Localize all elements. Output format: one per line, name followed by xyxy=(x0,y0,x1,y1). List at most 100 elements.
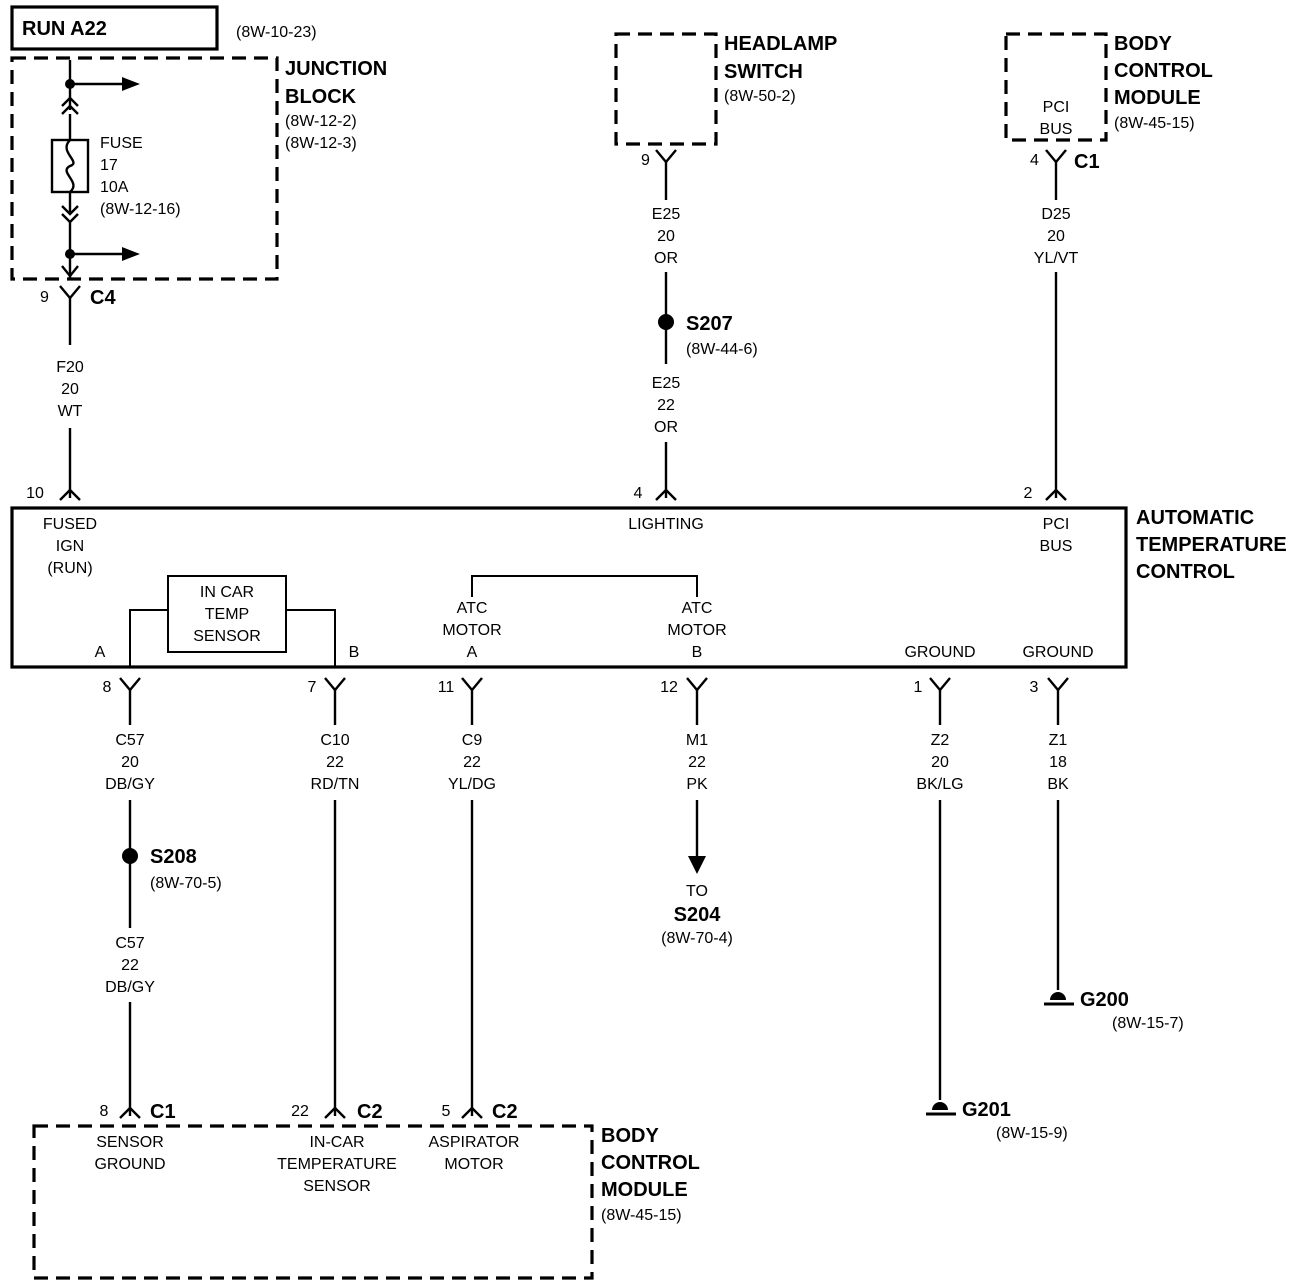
in-car-temp-sensor-box xyxy=(167,575,287,653)
bcm-bottom-title-1: BODY xyxy=(601,1125,659,1147)
wire-c9-gauge: 22 xyxy=(463,754,481,771)
fuse-label-1: FUSE xyxy=(100,135,143,152)
atc-ground-2: GROUND xyxy=(1022,644,1093,661)
atc-pin-11: 11 xyxy=(438,679,455,696)
wire-c9-color: YL/DG xyxy=(448,776,496,793)
bcm-bottom-conn-c2-a: C2 xyxy=(357,1101,383,1123)
atc-title-2: TEMPERATURE xyxy=(1136,534,1287,556)
wire-c57-upper-gauge: 20 xyxy=(121,754,139,771)
bcm-top-bus: BUS xyxy=(1040,121,1073,138)
wire-f20-color: WT xyxy=(58,403,83,420)
atc-fused-1: FUSED xyxy=(43,516,97,533)
fuse-label-3: 10A xyxy=(100,179,129,196)
wire-c10-color: RD/TN xyxy=(311,776,360,793)
wire-c10-circuit: C10 xyxy=(320,732,349,749)
ground-g201-symbol xyxy=(932,1102,948,1110)
atc-ground-1: GROUND xyxy=(904,644,975,661)
bcm-in-car-3: SENSOR xyxy=(303,1178,371,1195)
wire-c9-circuit: C9 xyxy=(462,732,483,749)
bcm-top-ref: (8W-45-15) xyxy=(1114,115,1195,132)
bcm-bottom-ref: (8W-45-15) xyxy=(601,1207,682,1224)
junction-block-outline xyxy=(10,56,279,281)
splice-s207-dot xyxy=(658,314,674,330)
wire-z1-color: BK xyxy=(1047,776,1069,793)
bcm-top-pin-connector xyxy=(1045,149,1067,164)
atc-motor-a-label-3: A xyxy=(467,644,478,661)
wire-c57-upper-circuit: C57 xyxy=(115,732,144,749)
bcm-top-title-3: MODULE xyxy=(1114,87,1201,109)
ground-g201-ref: (8W-15-9) xyxy=(996,1125,1068,1142)
wire-d25-gauge: 20 xyxy=(1047,228,1065,245)
atc-pin-10-connector xyxy=(59,488,81,501)
sensor-pin-a: A xyxy=(95,644,106,661)
junction-block-ref-2: (8W-12-3) xyxy=(285,135,357,152)
atc-pin-3: 3 xyxy=(1030,679,1039,696)
atc-pin-8: 8 xyxy=(103,679,112,696)
atc-pin-4: 4 xyxy=(634,485,643,502)
ground-g200-symbol xyxy=(1050,992,1066,1000)
bcm-bottom-pin-connectors xyxy=(119,1106,483,1119)
junction-pin-9: 9 xyxy=(40,289,49,306)
wire-d25-color: YL/VT xyxy=(1034,250,1079,267)
wire-z1-circuit: Z1 xyxy=(1049,732,1068,749)
atc-title-3: CONTROL xyxy=(1136,561,1235,583)
splice-s207-ref: (8W-44-6) xyxy=(686,341,758,358)
atc-pin-2-connector xyxy=(1045,488,1067,501)
sensor-pin-b: B xyxy=(349,644,360,661)
ground-g200-name: G200 xyxy=(1080,989,1129,1011)
wire-e25-lower-circuit: E25 xyxy=(652,375,681,392)
bcm-top-conn-c1: C1 xyxy=(1074,151,1100,173)
fuse-label-4: (8W-12-16) xyxy=(100,201,181,218)
junction-block-ref-1: (8W-12-2) xyxy=(285,113,357,130)
atc-motor-a-label-1: ATC xyxy=(457,600,488,617)
run-label-box xyxy=(10,5,219,51)
bcm-bottom-pin-8: 8 xyxy=(100,1103,109,1120)
atc-pin-4-connector xyxy=(655,488,677,501)
bcm-bottom-outline xyxy=(32,1124,594,1280)
headlamp-switch-pin-9: 9 xyxy=(641,152,650,169)
bcm-top-title-2: CONTROL xyxy=(1114,60,1213,82)
splice-s208-dot xyxy=(122,848,138,864)
wire-d25-circuit: D25 xyxy=(1041,206,1070,223)
sensor-label-3: SENSOR xyxy=(193,628,261,645)
atc-fused-3: (RUN) xyxy=(47,560,92,577)
run-ref: (8W-10-23) xyxy=(236,24,317,41)
ground-g201-name: G201 xyxy=(962,1099,1011,1121)
atc-pin-12: 12 xyxy=(660,679,678,696)
wire-c57-lower-circuit: C57 xyxy=(115,935,144,952)
atc-pin-10: 10 xyxy=(26,485,44,502)
atc-title-1: AUTOMATIC xyxy=(1136,507,1254,529)
splice-s204-to: TO xyxy=(686,883,708,900)
bcm-bottom-conn-c1: C1 xyxy=(150,1101,176,1123)
splice-s208-ref: (8W-70-5) xyxy=(150,875,222,892)
atc-pin-1: 1 xyxy=(914,679,923,696)
wire-e25-lower-color: OR xyxy=(654,419,678,436)
wire-f20-circuit: F20 xyxy=(56,359,84,376)
junction-block-internal-wiring xyxy=(50,60,140,278)
bcm-bottom-conn-c2-b: C2 xyxy=(492,1101,518,1123)
atc-motor-b-label-2: MOTOR xyxy=(667,622,726,639)
bcm-aspirator-2: MOTOR xyxy=(444,1156,503,1173)
bcm-sensor-ground-1: SENSOR xyxy=(96,1134,164,1151)
sensor-label-2: TEMP xyxy=(205,606,249,623)
splice-s207-name: S207 xyxy=(686,313,733,335)
bcm-aspirator-1: ASPIRATOR xyxy=(429,1134,520,1151)
bcm-top-title-1: BODY xyxy=(1114,33,1172,55)
wire-c57-lower-color: DB/GY xyxy=(105,979,155,996)
wire-m1-color: PK xyxy=(686,776,708,793)
wire-z2-color: BK/LG xyxy=(916,776,963,793)
atc-motor-link xyxy=(471,575,698,597)
ground-g200-ref: (8W-15-7) xyxy=(1112,1015,1184,1032)
bcm-in-car-1: IN-CAR xyxy=(309,1134,364,1151)
wire-z2-circuit: Z2 xyxy=(931,732,950,749)
atc-lighting: LIGHTING xyxy=(628,516,704,533)
atc-bus: BUS xyxy=(1040,538,1073,555)
wire-m1-gauge: 22 xyxy=(688,754,706,771)
wire-m1-circuit: M1 xyxy=(686,732,708,749)
connector-c4-pin xyxy=(59,285,81,300)
bcm-top-pin-4: 4 xyxy=(1030,152,1039,169)
junction-block-title-1: JUNCTION xyxy=(285,58,387,80)
atc-pin-7: 7 xyxy=(308,679,317,696)
wire-c57-lower-gauge: 22 xyxy=(121,957,139,974)
